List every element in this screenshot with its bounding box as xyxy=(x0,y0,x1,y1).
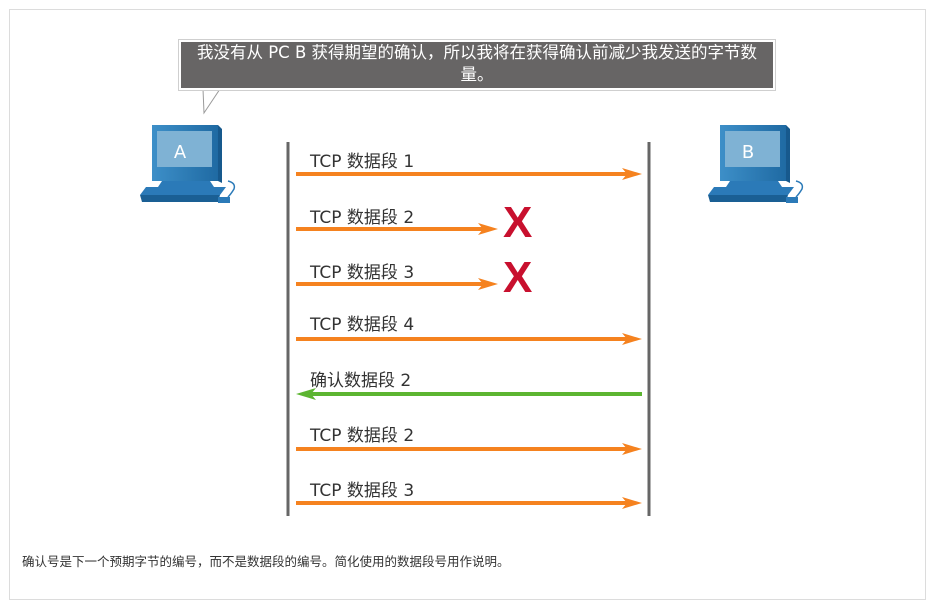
segment-label: TCP 数据段 4 xyxy=(310,315,415,335)
segment-arrowhead xyxy=(478,278,498,290)
lost-segment-mark: X xyxy=(503,253,533,302)
segment-arrowhead xyxy=(296,388,316,400)
segment-arrowhead xyxy=(622,168,642,180)
segment-arrowhead xyxy=(478,223,498,235)
segment-arrows xyxy=(296,168,642,509)
computer-icon xyxy=(140,125,236,203)
callout-bubble: 我没有从 PC B 获得期望的确认，所以我将在获得确认前减少我发送的字节数量。 xyxy=(178,39,776,91)
host-b-label: B xyxy=(742,142,754,163)
callout-text: 我没有从 PC B 获得期望的确认，所以我将在获得确认前减少我发送的字节数量。 xyxy=(181,42,773,88)
segment-arrowhead xyxy=(622,497,642,509)
segment-arrowhead xyxy=(622,443,642,455)
callout-tail xyxy=(202,89,221,115)
computer-icon xyxy=(708,125,804,203)
segment-label: TCP 数据段 3 xyxy=(310,481,415,501)
segment-label: 确认数据段 2 xyxy=(310,371,412,391)
segment-label: TCP 数据段 3 xyxy=(310,263,415,283)
lost-segment-mark: X xyxy=(503,198,533,247)
segment-label: TCP 数据段 1 xyxy=(310,152,415,172)
host-a-label: A xyxy=(174,142,187,163)
segment-label: TCP 数据段 2 xyxy=(310,208,415,228)
segment-arrowhead xyxy=(622,333,642,345)
footnote: 确认号是下一个预期字节的编号，而不是数据段的编号。简化使用的数据段号用作说明。 xyxy=(22,554,510,569)
segment-label: TCP 数据段 2 xyxy=(310,426,415,446)
